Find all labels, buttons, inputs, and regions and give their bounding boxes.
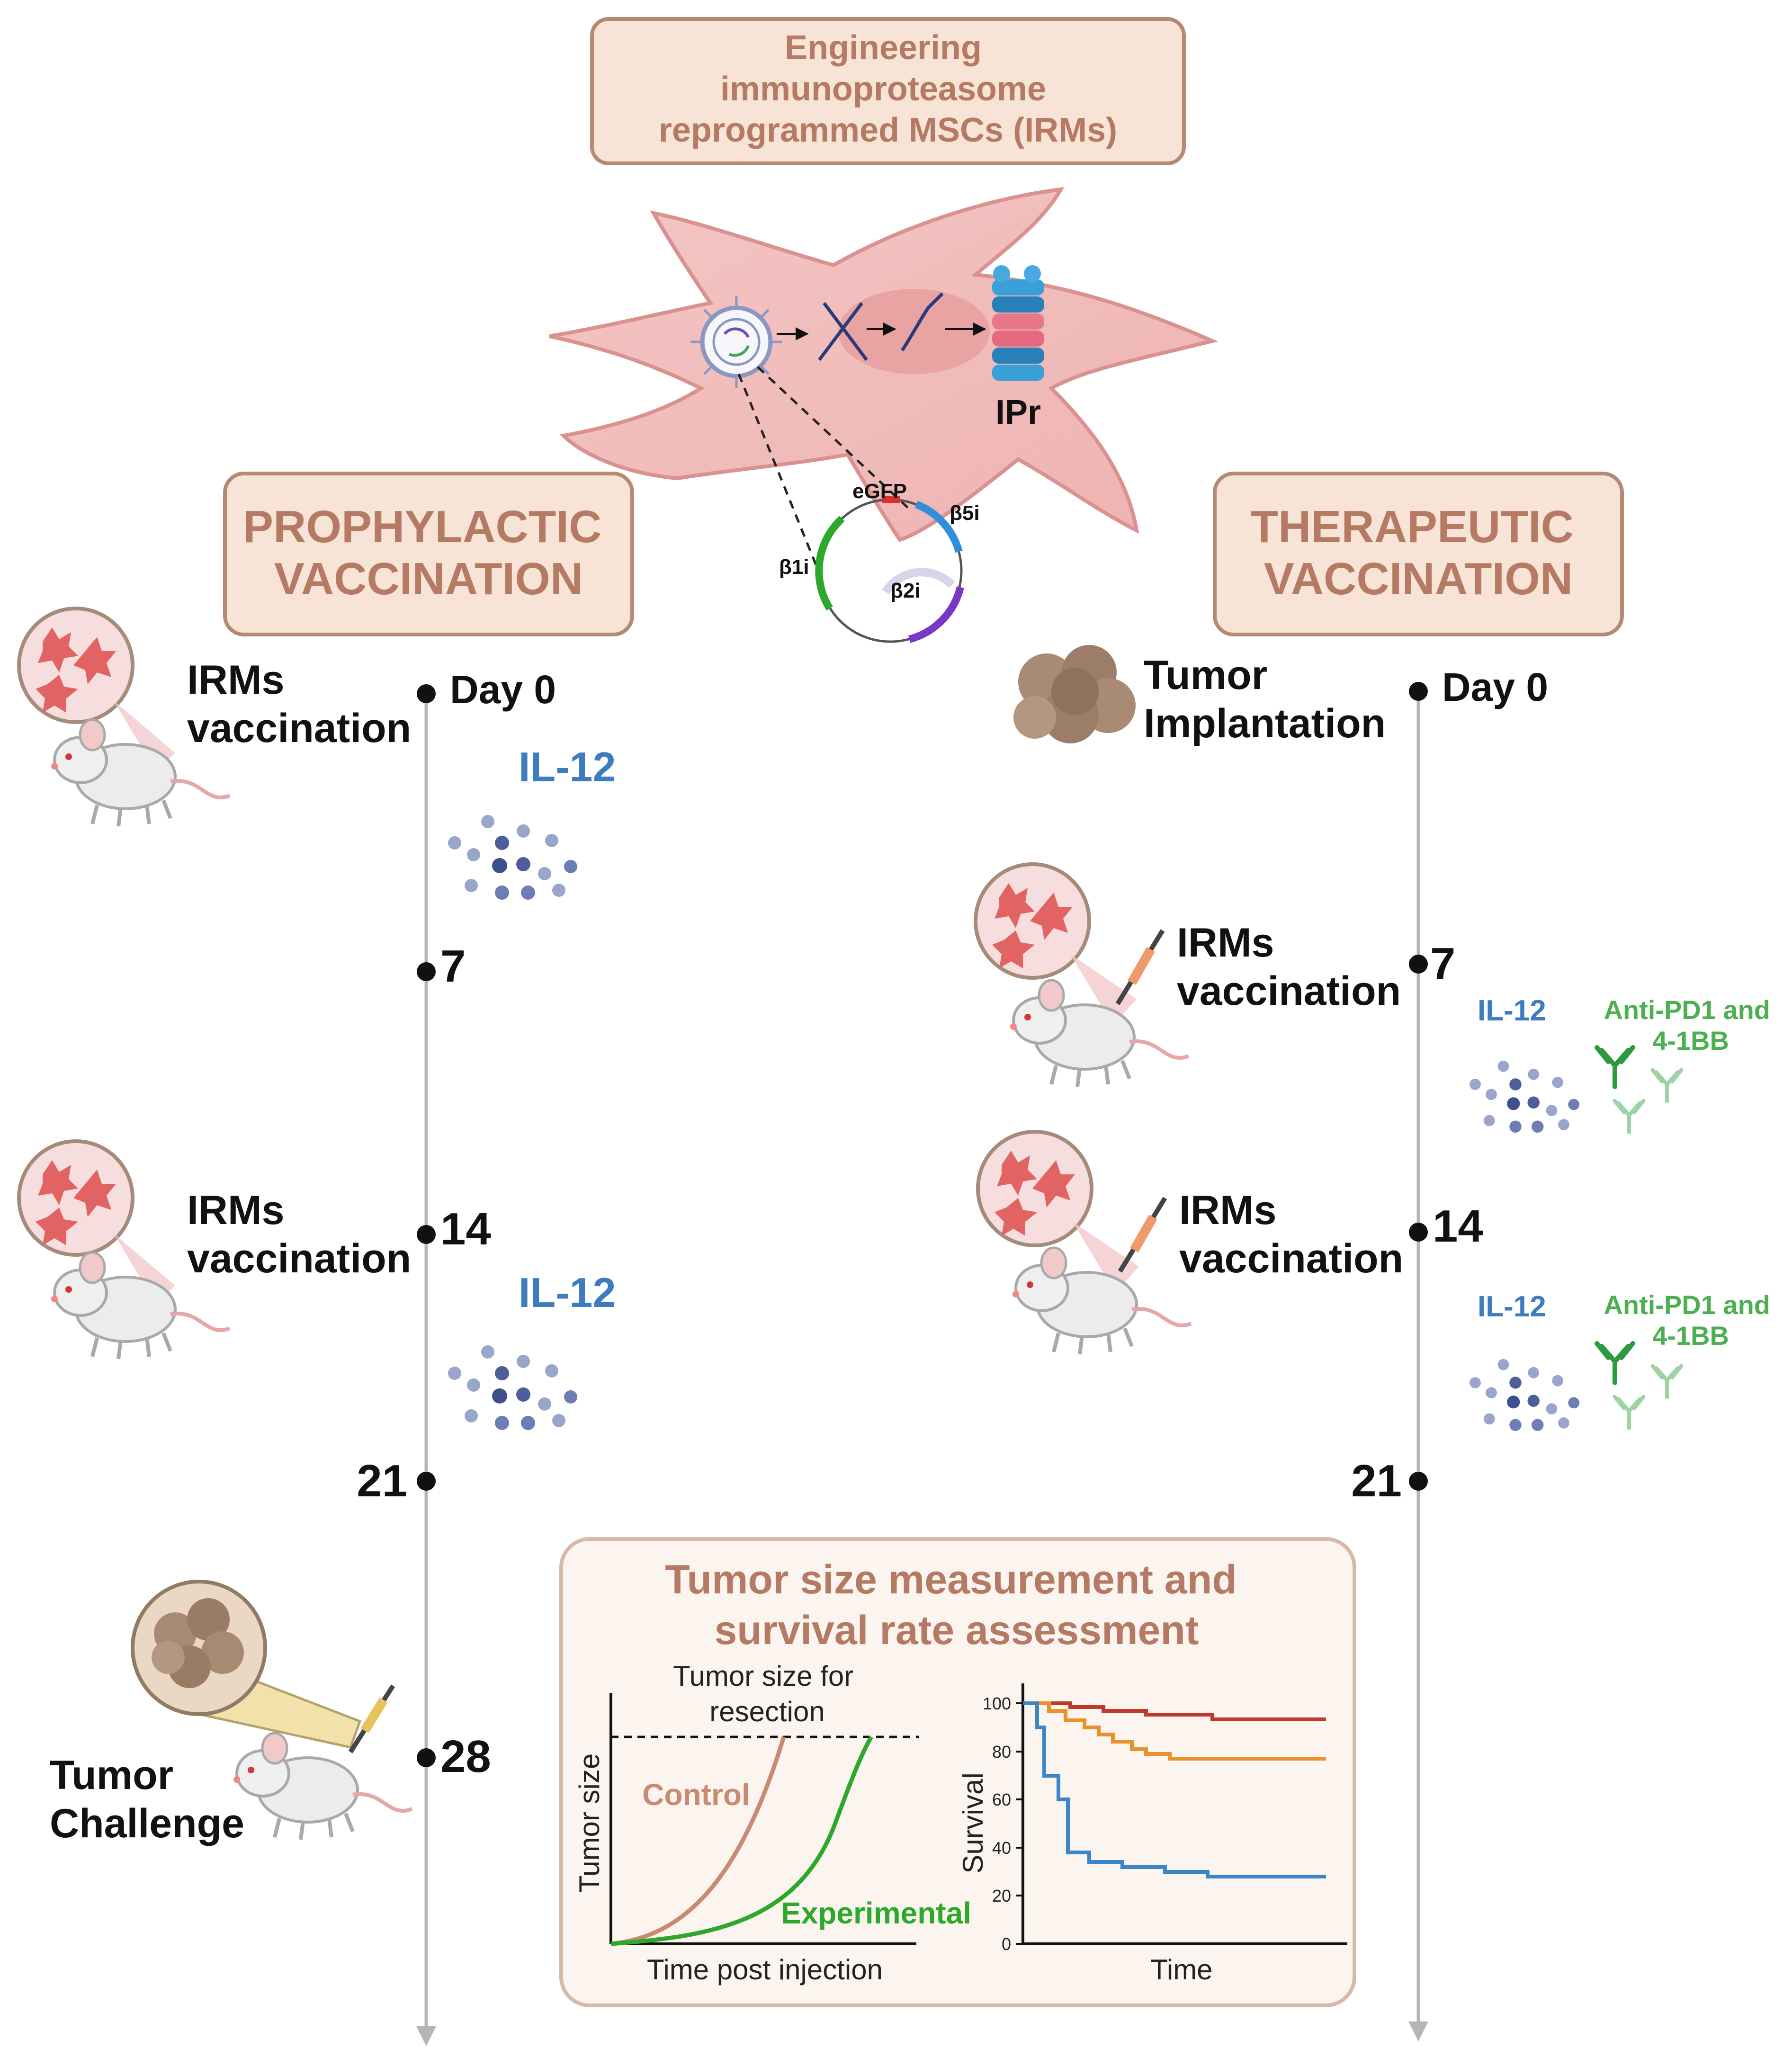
- survival-ytick-100: 100: [983, 1694, 1011, 1713]
- therapeutic-day14-dot: [1409, 1223, 1428, 1242]
- bubble-pointer: [1073, 1222, 1139, 1293]
- il12-cluster-icon: [1469, 1359, 1580, 1431]
- antibody-icon: [1615, 1397, 1644, 1428]
- header-title: Engineering immunoproteasome reprogramme…: [659, 29, 1117, 149]
- plasmid-b2i-label: β2i: [890, 579, 921, 602]
- prophylactic-il12-label-a: IL-12: [519, 743, 616, 790]
- bubble-pointer: [1070, 954, 1137, 1025]
- tumor-bubble-icon: [131, 1580, 362, 1749]
- therapeutic-day0-dot: [1409, 682, 1428, 701]
- experimental-curve: [610, 1735, 873, 1946]
- control-label: Control: [642, 1778, 750, 1812]
- syringe-icon: [1115, 929, 1165, 1005]
- therapeutic-box: [1213, 472, 1624, 636]
- survival-ytick-80: 80: [992, 1742, 1011, 1762]
- survival-yticks: [1016, 1702, 1023, 1945]
- therapeutic-il12-label-b: IL-12: [1478, 1290, 1546, 1323]
- survival-ytick-60: 60: [992, 1790, 1011, 1809]
- control-curve: [610, 1736, 786, 1946]
- therapeutic-day0-label: Day 0: [1442, 665, 1548, 709]
- therapeutic-event2-label: IRMs vaccination: [1179, 1188, 1403, 1281]
- survival-plot: [1016, 1683, 1347, 1945]
- cell-bubble-icon: [976, 864, 1089, 978]
- experimental-label: Experimental: [781, 1896, 971, 1930]
- tumor-size-plot: [609, 1693, 919, 1946]
- syringe-icon: [1118, 1197, 1167, 1273]
- therapeutic-day7-dot: [1409, 955, 1428, 974]
- rna-icon: [901, 292, 944, 351]
- prophylactic-challenge-label: Tumor Challenge: [50, 1753, 244, 1846]
- antibody-icon: [1597, 1047, 1633, 1087]
- survival-ytick-0: 0: [1002, 1934, 1011, 1954]
- tumor-y-label: Tumor size: [573, 1753, 605, 1893]
- prophylactic-day21-label: 21: [357, 1456, 407, 1506]
- header-box: [590, 17, 1186, 165]
- therapeutic-antibody-label-b: Anti-PD1 and 4-1BB: [1604, 1290, 1777, 1351]
- plasmid-icon: [815, 496, 964, 643]
- survival-ytick-40: 40: [992, 1838, 1011, 1858]
- prophylactic-il12-label-b: IL-12: [519, 1269, 616, 1316]
- therapeutic-antibody-label-a: Anti-PD1 and 4-1BB: [1604, 995, 1777, 1055]
- prophylactic-day0-label: Day 0: [450, 667, 556, 712]
- therapeutic-day21-dot: [1409, 1472, 1428, 1491]
- prophylactic-day7-label: 7: [440, 941, 466, 992]
- antibody-icon: [1615, 1101, 1644, 1132]
- dna-icon: [818, 302, 868, 361]
- prophylactic-title: PROPHYLACTIC VACCINATION: [243, 501, 614, 604]
- il12-cluster-icon: [448, 815, 577, 900]
- proteasome-icon: [992, 265, 1044, 381]
- survival-curve-middle: [1023, 1701, 1326, 1761]
- survival-curve-bottom: [1023, 1701, 1326, 1878]
- tumor-mass-icon: [1013, 645, 1136, 743]
- therapeutic-event1-label: IRMs vaccination: [1177, 920, 1401, 1014]
- therapeutic-day7-label: 7: [1430, 939, 1455, 989]
- cell-bubble-icon: [978, 1132, 1092, 1245]
- survival-y-label: Survival: [957, 1772, 989, 1873]
- virus-icon: [690, 296, 782, 388]
- plasmid-b5i-label: β5i: [950, 501, 980, 525]
- survival-curve-top: [1023, 1701, 1326, 1721]
- prophylactic-day14-dot: [417, 1225, 436, 1244]
- therapeutic-day21-label: 21: [1351, 1456, 1402, 1506]
- therapeutic-implant-label: Tumor Implantation: [1144, 653, 1386, 746]
- prophylactic-day21-dot: [417, 1472, 436, 1491]
- therapeutic-day14-label: 14: [1433, 1201, 1483, 1252]
- therapeutic-il12-label-a: IL-12: [1478, 994, 1546, 1027]
- antibody-icon: [1653, 1070, 1682, 1101]
- plasmid-b1i-label: β1i: [779, 555, 809, 579]
- therapeutic-title: THERAPEUTIC VACCINATION: [1250, 501, 1586, 604]
- prophylactic-day28-label: 28: [440, 1731, 491, 1782]
- cell-bubble-icon: [19, 608, 133, 722]
- assessment-title: Tumor size measurement and survival rate…: [665, 1557, 1248, 1653]
- prophylactic-event1-label: IRMs vaccination: [187, 657, 411, 751]
- dashed-line-left: [737, 374, 825, 585]
- prophylactic-day7-dot: [417, 962, 436, 981]
- prophylactic-day0-dot: [417, 684, 436, 703]
- ipr-label: IPr: [995, 394, 1041, 431]
- plasmid-egfp-label: eGFP: [852, 480, 907, 503]
- prophylactic-day28-dot: [417, 1748, 436, 1767]
- prophylactic-day14-label: 14: [440, 1204, 491, 1254]
- cell-bubble-icon: [19, 1141, 133, 1255]
- il12-cluster-icon: [448, 1345, 577, 1430]
- syringe-icon: [348, 1684, 395, 1753]
- tumor-x-label: Time post injection: [647, 1954, 883, 1986]
- prophylactic-box: [223, 472, 634, 636]
- mouse-icon: [233, 1733, 412, 1840]
- dashed-line-right: [757, 366, 910, 510]
- prophylactic-event2-label: IRMs vaccination: [187, 1188, 411, 1281]
- resection-threshold-label: Tumor size for resection: [673, 1660, 861, 1727]
- antibody-icon: [1653, 1366, 1682, 1397]
- survival-x-label: Time: [1150, 1954, 1212, 1986]
- assessment-box: [559, 1537, 1356, 2007]
- antibody-icon: [1597, 1343, 1633, 1383]
- il12-cluster-icon: [1469, 1060, 1580, 1133]
- survival-ytick-20: 20: [992, 1886, 1011, 1905]
